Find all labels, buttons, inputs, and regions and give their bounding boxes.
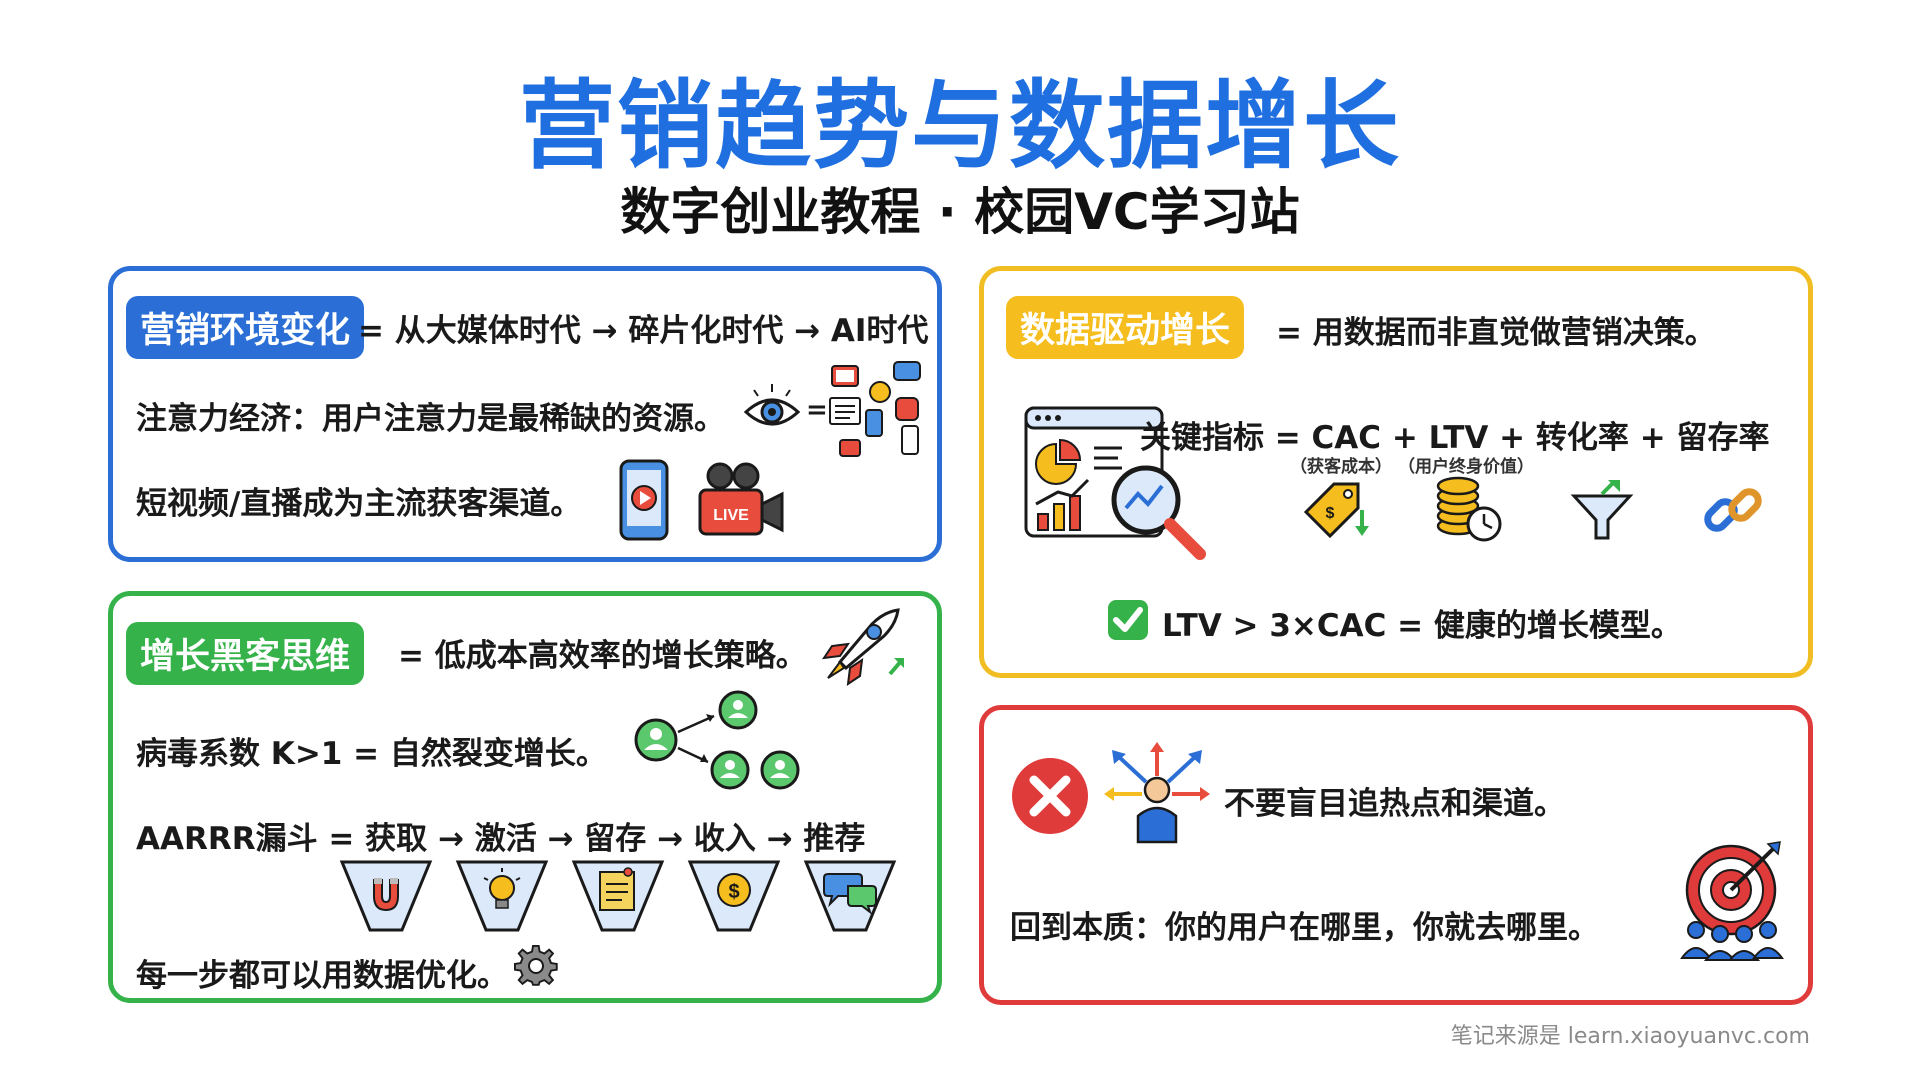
lightbulb-icon — [455, 860, 549, 932]
data-driven-headline: = 用数据而非直觉做营销决策。 — [1276, 315, 1716, 351]
chat-icon — [803, 860, 897, 932]
attention-economy-text: 注意力经济：用户注意力是最稀缺的资源。 — [136, 401, 725, 437]
confused-person-arrows-icon — [1104, 742, 1210, 844]
target-audience-icon — [1680, 841, 1784, 961]
price-tag-icon: $ — [1303, 482, 1369, 539]
marketing-environment-tag: 营销环境变化 — [126, 296, 365, 359]
optimize-text: 每一步都可以用数据优化。 — [136, 958, 508, 994]
cross-icon — [1012, 758, 1088, 834]
coins-clock-icon — [1436, 476, 1502, 542]
svg-text:$: $ — [728, 881, 739, 903]
link-icon — [1704, 488, 1762, 532]
ltv-cac-rule: LTV > 3×CAC = 健康的增长模型。 — [1162, 608, 1682, 644]
short-video-channel-text: 短视频/直播成为主流获客渠道。 — [136, 486, 582, 522]
magnet-icon — [339, 860, 433, 932]
svg-text:$: $ — [1326, 505, 1335, 522]
key-metrics-text: 关键指标 = CAC + LTV + 转化率 + 留存率 — [1140, 420, 1770, 456]
analytics-dashboard-icon — [1024, 406, 1206, 560]
live-badge-text: LIVE — [713, 507, 749, 524]
check-icon — [1108, 600, 1148, 640]
marketing-environment-headline: = 从大媒体时代 → 碎片化时代 → AI时代 — [358, 313, 929, 349]
eye-icon — [743, 384, 801, 426]
dollar-icon: $ — [687, 860, 781, 932]
data-driven-tag: 数据驱动增长 — [1006, 296, 1245, 359]
equals-sign: = — [806, 395, 828, 425]
ltv-note: （用户终身价值） — [1398, 457, 1534, 477]
aarrr-funnel-text: AARRR漏斗 = 获取 → 激活 → 留存 → 收入 → 推荐 — [136, 821, 866, 857]
growth-hacking-headline: = 低成本高效率的增长策略。 — [398, 638, 807, 674]
warning-text: 不要盲目追热点和渠道。 — [1224, 786, 1565, 822]
gear-icon — [514, 944, 558, 986]
note-icon — [571, 860, 665, 932]
rocket-icon — [821, 608, 904, 687]
phone-video-icon — [619, 459, 669, 541]
live-camera-icon: LIVE — [698, 462, 784, 536]
funnel-icon — [1570, 480, 1634, 540]
essence-text: 回到本质：你的用户在哪里，你就去哪里。 — [1010, 910, 1599, 946]
growth-hacking-tag: 增长黑客思维 — [126, 622, 365, 685]
page-title: 营销趋势与数据增长 — [519, 70, 1401, 182]
media-devices-icon — [829, 361, 921, 457]
page-subtitle: 数字创业教程 · 校园VC学习站 — [620, 183, 1300, 241]
viral-coefficient-text: 病毒系数 K>1 = 自然裂变增长。 — [136, 736, 607, 772]
source-footer: 笔记来源是 learn.xiaoyuanvc.com — [1450, 1024, 1810, 1049]
cac-note: （获客成本） — [1290, 457, 1392, 477]
referral-network-icon — [634, 690, 800, 790]
